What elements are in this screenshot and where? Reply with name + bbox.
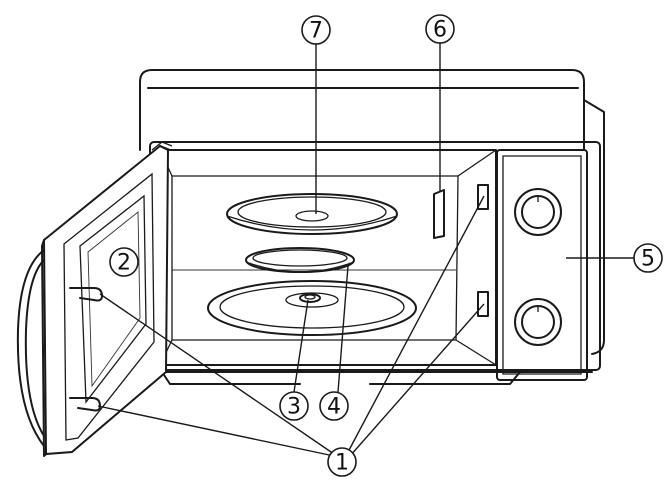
callout-4: 4 [319, 391, 349, 421]
callout-7-number: 7 [309, 19, 323, 44]
callout-2: 2 [109, 247, 139, 277]
callout-5: 5 [633, 243, 663, 273]
control-panel [496, 149, 588, 381]
leader-lines [97, 42, 636, 457]
safety-interlock-holes [477, 184, 489, 317]
callout-7: 7 [301, 15, 331, 45]
oven-cavity [159, 149, 497, 366]
oven-door[interactable] [16, 141, 173, 457]
callout-4-number: 4 [327, 395, 341, 420]
callout-3-number: 3 [287, 395, 301, 420]
callout-2-number: 2 [117, 251, 131, 276]
power-knob[interactable] [514, 298, 562, 346]
turntable-shaft [207, 280, 417, 336]
timer-knob[interactable] [514, 188, 562, 236]
callout-1-number: 1 [335, 451, 349, 476]
callout-3: 3 [279, 391, 309, 421]
glass-tray [226, 193, 398, 235]
callout-6-number: 6 [433, 18, 447, 43]
callout-1: 1 [327, 447, 357, 477]
turntable-ring-assembly [245, 247, 355, 273]
callout-6: 6 [425, 14, 455, 44]
waveguide-cover [433, 189, 445, 239]
callout-5-number: 5 [641, 247, 655, 272]
